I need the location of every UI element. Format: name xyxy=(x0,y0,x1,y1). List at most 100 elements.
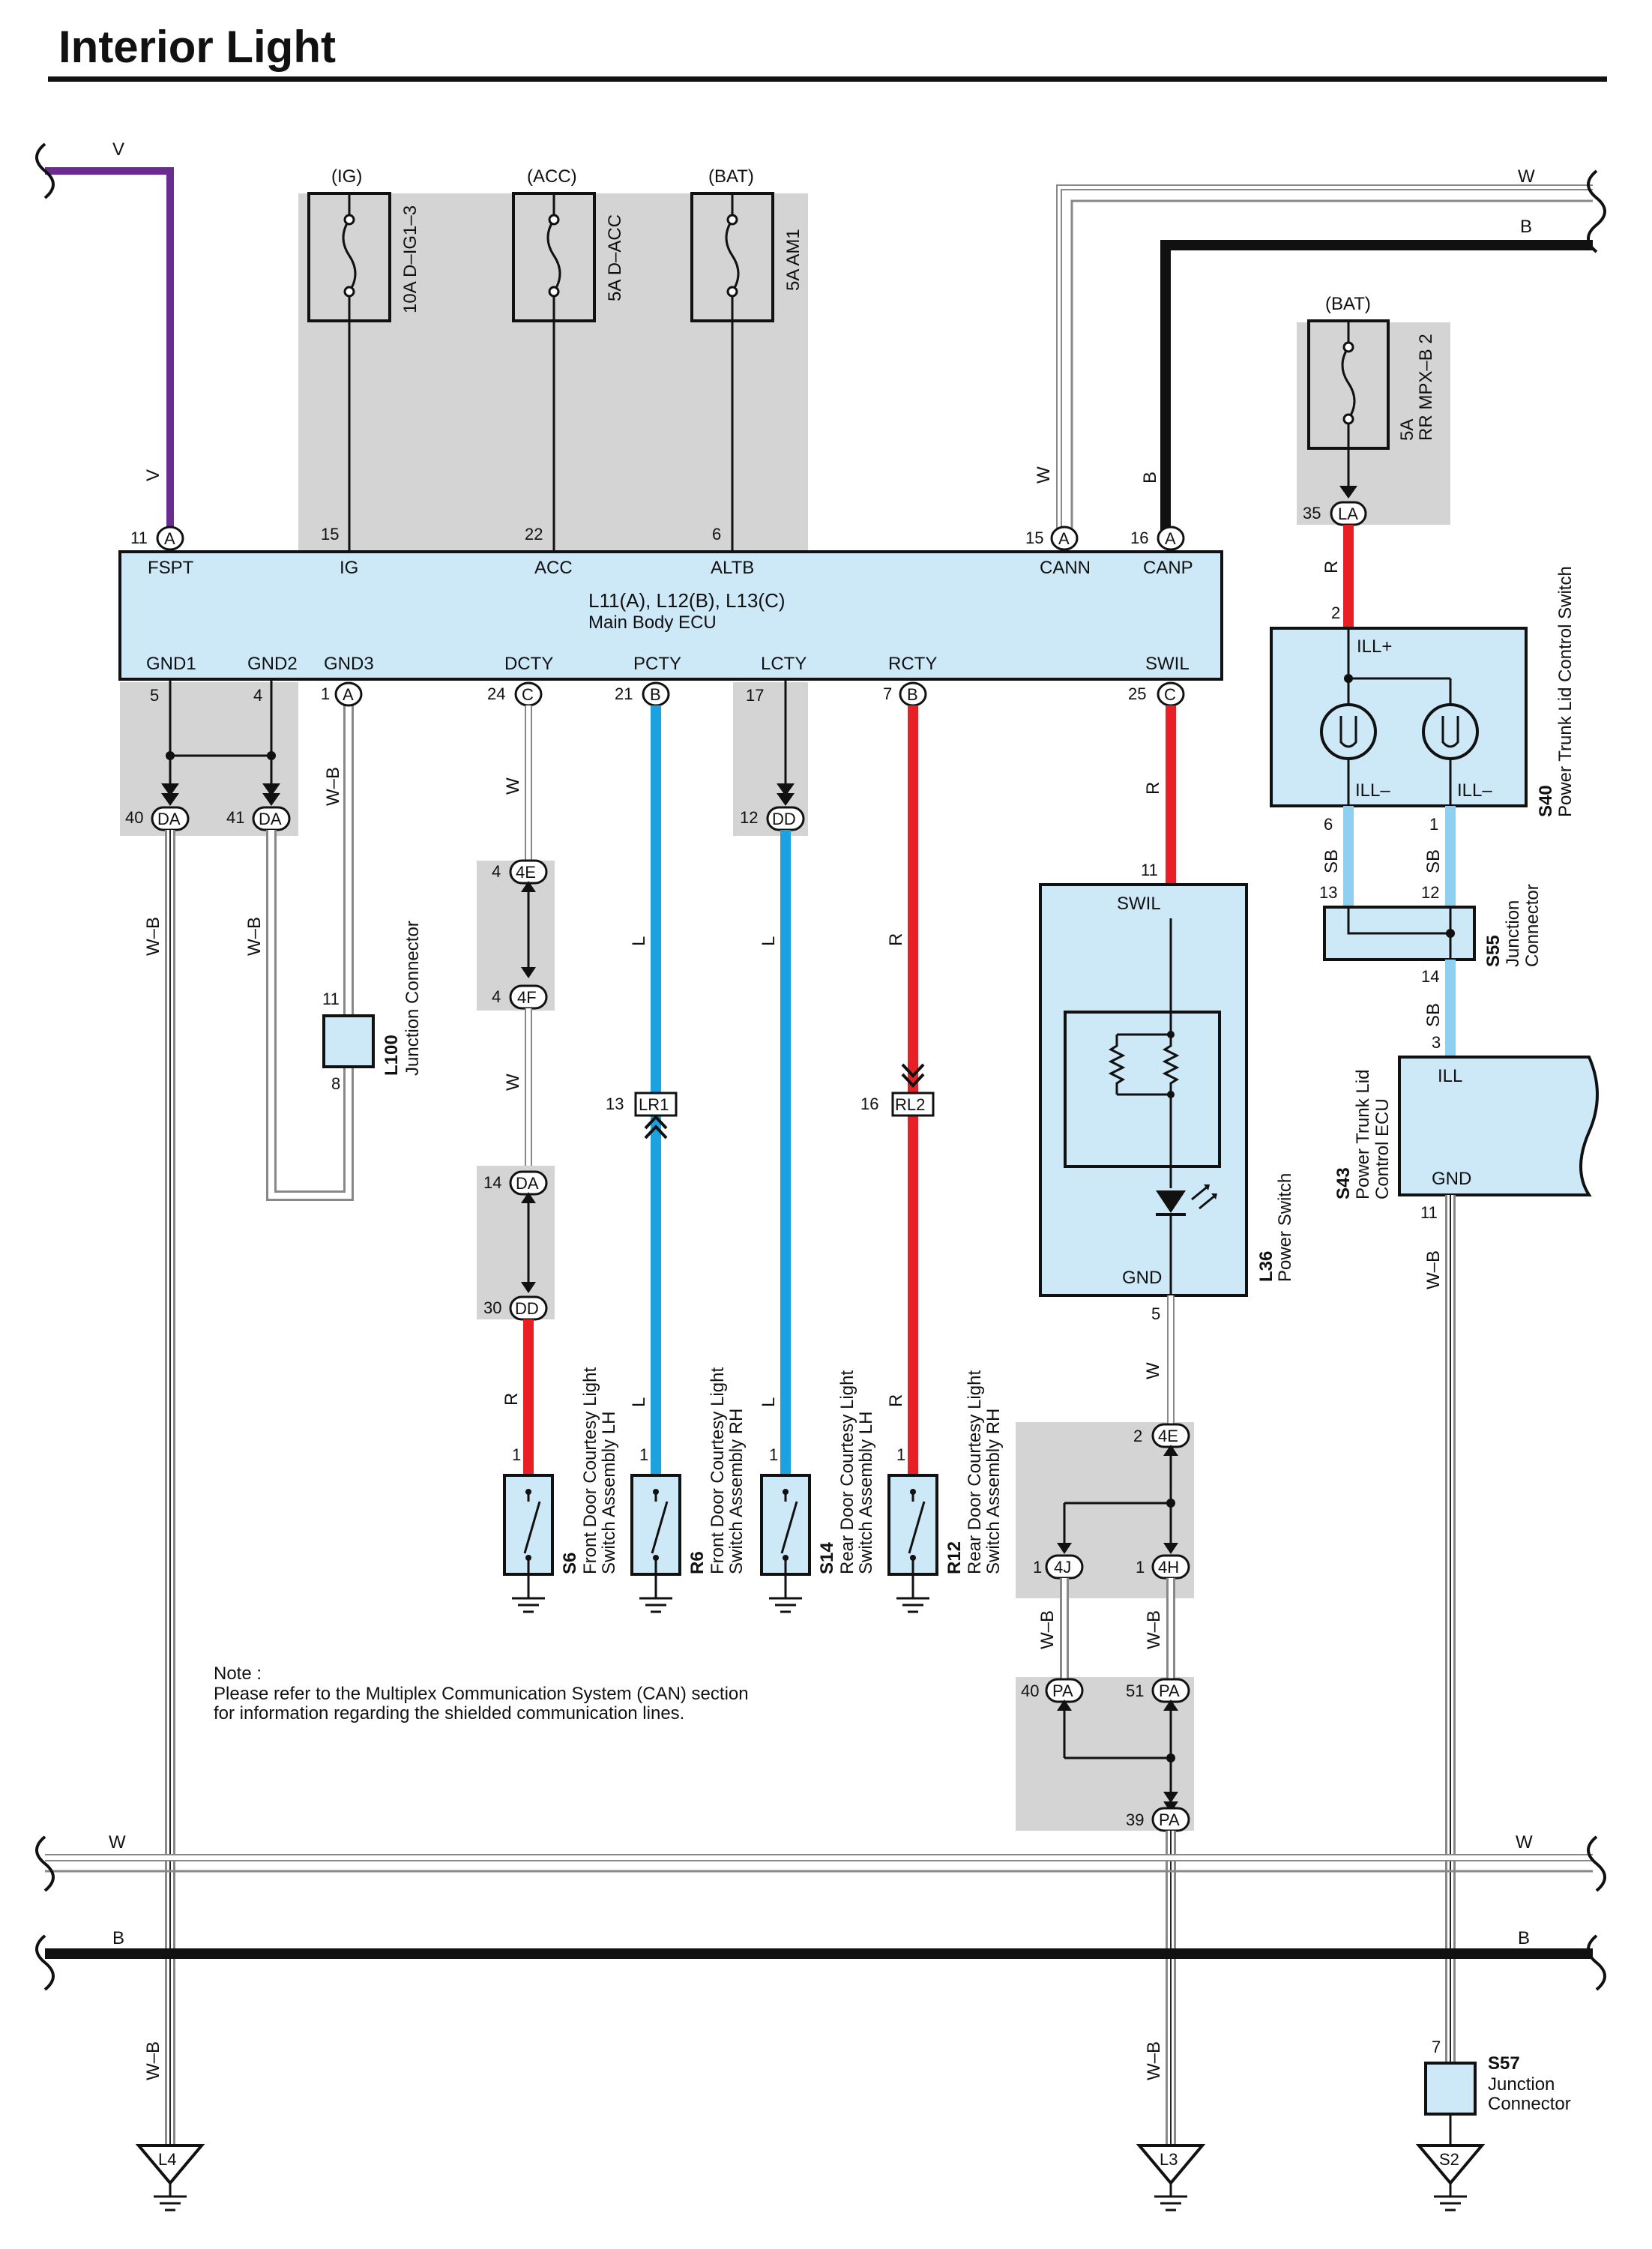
ecu-ground-wires: 5 4 40 DA 41 DA xyxy=(125,679,291,831)
l36-name: Power Switch xyxy=(1275,1173,1295,1282)
switch-s14-name2: Switch Assembly LH xyxy=(856,1412,876,1574)
pin-gnd1: 5 xyxy=(150,686,159,705)
conn-4h: 4H xyxy=(1158,1558,1179,1577)
pin-gnd2: 4 xyxy=(253,686,262,705)
switch-r12-id: R12 xyxy=(944,1541,965,1574)
switch-r6-name2: Switch Assembly RH xyxy=(726,1409,747,1574)
conn-4f: 4F xyxy=(517,988,537,1007)
conn-pa51: PA xyxy=(1159,1682,1180,1700)
bottom-can-lines: W W B B xyxy=(35,1832,1606,1991)
s40-name: Power Trunk Lid Control Switch xyxy=(1555,566,1576,817)
pin-da14: 14 xyxy=(483,1173,501,1192)
switch-s14-pin: 1 xyxy=(769,1445,778,1464)
wires-sb: SB SB 13 12 S55 Junction Connector 14 SB… xyxy=(1319,806,1543,1057)
pin-4f: 4 xyxy=(492,987,501,1006)
switch-r6-id: R6 xyxy=(687,1551,708,1574)
s43-name2: Control ECU xyxy=(1372,1098,1393,1199)
ecu-label-dcty: DCTY xyxy=(504,654,553,674)
s40-ill-plus: ILL+ xyxy=(1357,636,1392,657)
note-line1: Note : xyxy=(214,1664,262,1684)
ecu-label-cann: CANN xyxy=(1040,558,1091,578)
page-title: Interior Light xyxy=(58,22,336,72)
s43-pin-ill: 3 xyxy=(1432,1033,1441,1052)
l100-pin-bottom: 8 xyxy=(331,1074,340,1093)
pin-4e-a: 4 xyxy=(492,862,501,881)
s55-pin-b: 12 xyxy=(1421,883,1439,902)
pin-gnd3: 1 xyxy=(321,684,330,703)
note: Note : Please refer to the Multiplex Com… xyxy=(214,1664,749,1723)
s43-id: S43 xyxy=(1333,1167,1354,1199)
conn-la: LA xyxy=(1338,505,1358,523)
wire-r-swil: R xyxy=(1143,782,1163,795)
l100-name: Junction Connector xyxy=(403,921,423,1076)
switch-s40: 2 ILL+ ILL– ILL– S40 Power Trunk Lid Con… xyxy=(1270,566,1576,834)
pin-rcty: 7 xyxy=(883,684,892,703)
switch-s6-id: S6 xyxy=(560,1553,580,1574)
wire-l-pcty-1: L xyxy=(629,936,649,946)
ecu-label-ig: IG xyxy=(340,558,358,578)
wire-wb-4j: W–B xyxy=(1037,1610,1058,1649)
fuse-name-acc: 5A D–ACC xyxy=(605,214,625,301)
switch-r12: 1 R12 Rear Door Courtesy Light Switch As… xyxy=(887,1370,1004,1613)
wire-v-label-top: V xyxy=(112,139,124,160)
pin-4e-b: 2 xyxy=(1133,1427,1142,1445)
conn-fspt: A xyxy=(164,529,175,548)
pin-dcty: 24 xyxy=(487,684,505,703)
switch-s14-name1: Rear Door Courtesy Light xyxy=(837,1370,857,1574)
ecu-id: L11(A), L12(B), L13(C) xyxy=(588,589,786,612)
ecu-label-altb: ALTB xyxy=(711,558,754,578)
ecu-s43: ILL GND S43 Power Trunk Lid Control ECU … xyxy=(1333,1056,1599,2063)
pin-swil: 25 xyxy=(1128,684,1146,703)
wire-cann-w: W W 15 A xyxy=(1025,166,1593,551)
conn-pcty: B xyxy=(650,685,661,704)
l36-id: L36 xyxy=(1256,1251,1276,1282)
l100-id: L100 xyxy=(382,1035,402,1076)
ground-l4: L4 xyxy=(158,2150,176,2169)
s55-pin-c: 14 xyxy=(1421,967,1439,986)
s57-name1: Junction xyxy=(1488,2074,1555,2095)
wire-dcty: 24 C W 4 4E 4 4F W 14 DA 30 DD R xyxy=(483,681,548,1475)
pin-cann: 15 xyxy=(1025,529,1043,547)
switch-s6-pin: 1 xyxy=(512,1445,521,1464)
ecu-name: Main Body ECU xyxy=(588,612,717,633)
wire-wb-left: W–B W–B L4 xyxy=(135,830,205,2212)
wire-w-bottom-right: W xyxy=(1516,1832,1533,1852)
fuse-acc: (ACC) 5A D–ACC 22 xyxy=(512,166,625,552)
pin-da41: 41 xyxy=(226,808,244,827)
junction-s57: 7 S57 Junction Connector S2 xyxy=(1415,2038,1571,2212)
l36-pin-bottom: 5 xyxy=(1151,1304,1160,1323)
power-switch-l36: 11 SWIL GND L36 Power Switch 5 xyxy=(1039,861,1295,1323)
pin-lcty: 17 xyxy=(746,686,764,705)
wire-w-bottom-left: W xyxy=(109,1832,126,1852)
s55-id: S55 xyxy=(1483,935,1504,967)
conn-4j: 4J xyxy=(1054,1558,1071,1577)
conn-pa39: PA xyxy=(1159,1810,1180,1829)
fuse-rr-mpx: (BAT) 5A RR MPX–B 2 35 LA R xyxy=(1303,294,1436,628)
wire-w-label-top: W xyxy=(1518,166,1535,187)
ecu-label-fspt: FSPT xyxy=(148,558,194,578)
l36-bottom-label: GND xyxy=(1122,1268,1162,1288)
conn-rcty: B xyxy=(907,685,918,704)
wire-v: V V 11 A xyxy=(35,139,184,551)
wire-l-lcty-2: L xyxy=(759,1397,779,1407)
note-line2: Please refer to the Multiplex Communicat… xyxy=(214,1684,749,1704)
s43-name1: Power Trunk Lid xyxy=(1353,1070,1373,1199)
pin-4h: 1 xyxy=(1136,1558,1145,1577)
ecu-label-swil: SWIL xyxy=(1145,654,1190,674)
pin-pa51: 51 xyxy=(1126,1682,1144,1700)
switch-r12-name1: Rear Door Courtesy Light xyxy=(965,1370,985,1574)
title-rule xyxy=(48,76,1607,82)
s43-pin-gnd: 11 xyxy=(1420,1203,1438,1222)
fuse-supply-bat: (BAT) xyxy=(708,166,754,187)
pin-altb: 6 xyxy=(712,525,721,544)
conn-lr1: LR1 xyxy=(639,1095,669,1114)
ground-l3: L3 xyxy=(1160,2150,1178,2169)
l36-pin-top: 11 xyxy=(1141,861,1158,879)
ecu-label-gnd3: GND3 xyxy=(324,654,374,674)
wire-swil: 25 C R xyxy=(1128,681,1185,885)
pin-canp: 16 xyxy=(1130,529,1148,547)
switch-r12-name2: Switch Assembly RH xyxy=(983,1409,1004,1574)
pin-dd30: 30 xyxy=(483,1298,501,1317)
s40-pin-out1: 6 xyxy=(1324,815,1333,834)
ecu-label-gnd1: GND1 xyxy=(146,654,196,674)
